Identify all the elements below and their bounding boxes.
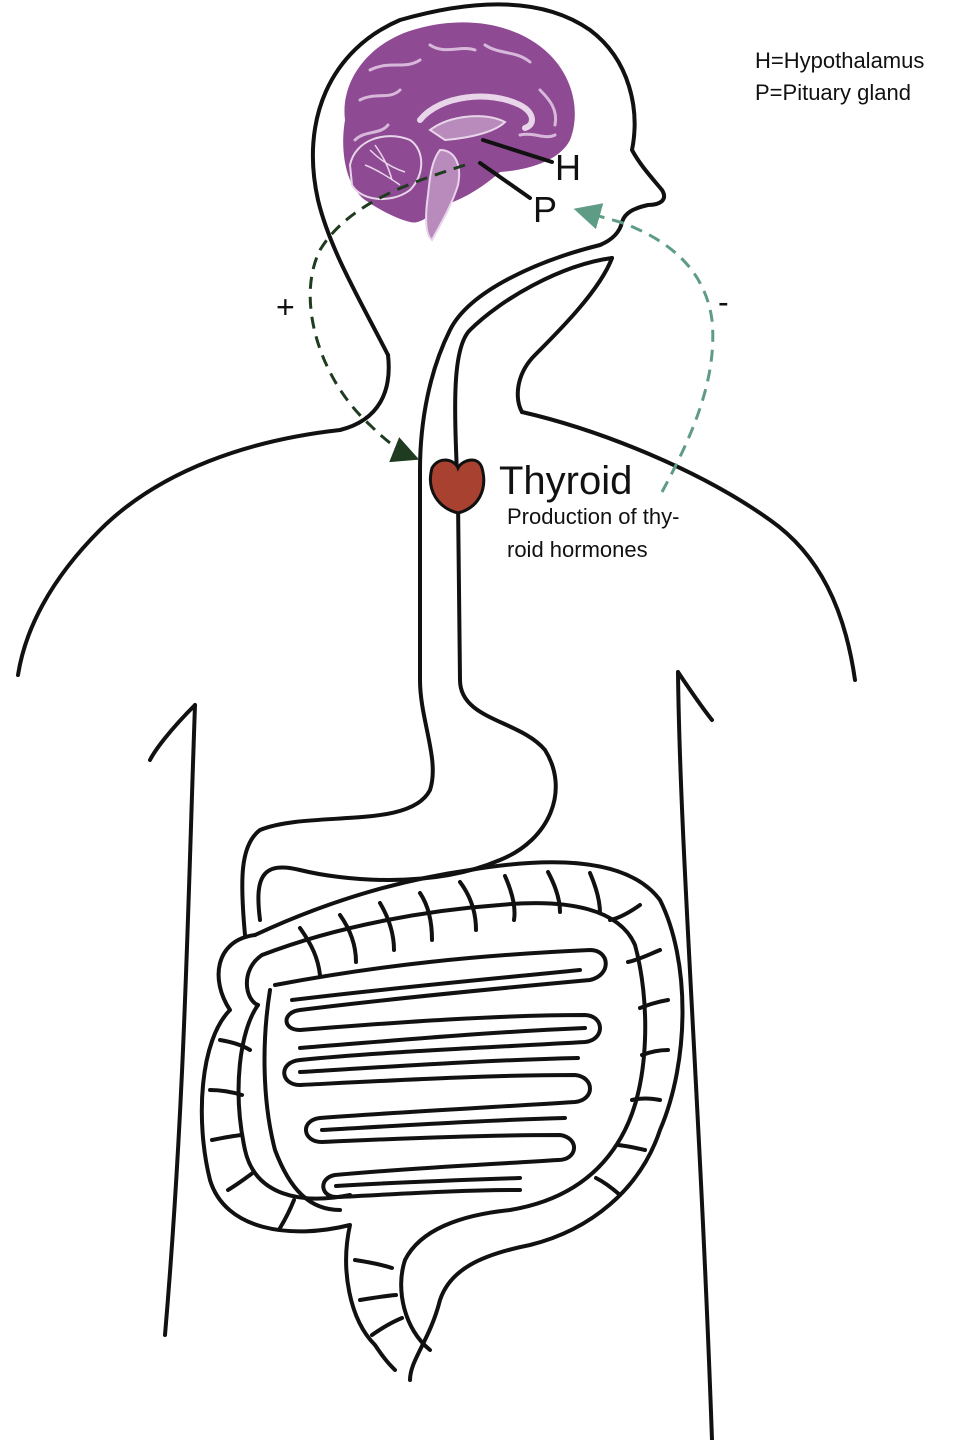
label-thyroid: Thyroid — [499, 459, 632, 503]
label-production-line2: roid hormones — [507, 537, 648, 562]
legend-hypothalamus: H=Hypothalamus — [755, 48, 924, 73]
label-production-line1: Production of thy- — [507, 504, 679, 529]
label-h: H — [555, 147, 581, 188]
label-plus: + — [276, 289, 295, 325]
right-torso — [678, 672, 712, 1440]
inhibiting-arrow — [578, 210, 713, 492]
large-intestine — [202, 862, 683, 1380]
small-intestine — [265, 950, 606, 1210]
label-minus: - — [718, 284, 729, 320]
label-p: P — [533, 189, 557, 230]
thyroid-gland — [430, 460, 483, 513]
digestive-tract — [242, 245, 612, 935]
esophagus-left — [242, 245, 600, 935]
left-shoulder — [18, 355, 389, 675]
cerebellum — [350, 136, 421, 199]
neck-inner — [518, 258, 612, 412]
left-torso — [150, 705, 195, 1335]
legend-pituitary: P=Pituary gland — [755, 80, 911, 105]
